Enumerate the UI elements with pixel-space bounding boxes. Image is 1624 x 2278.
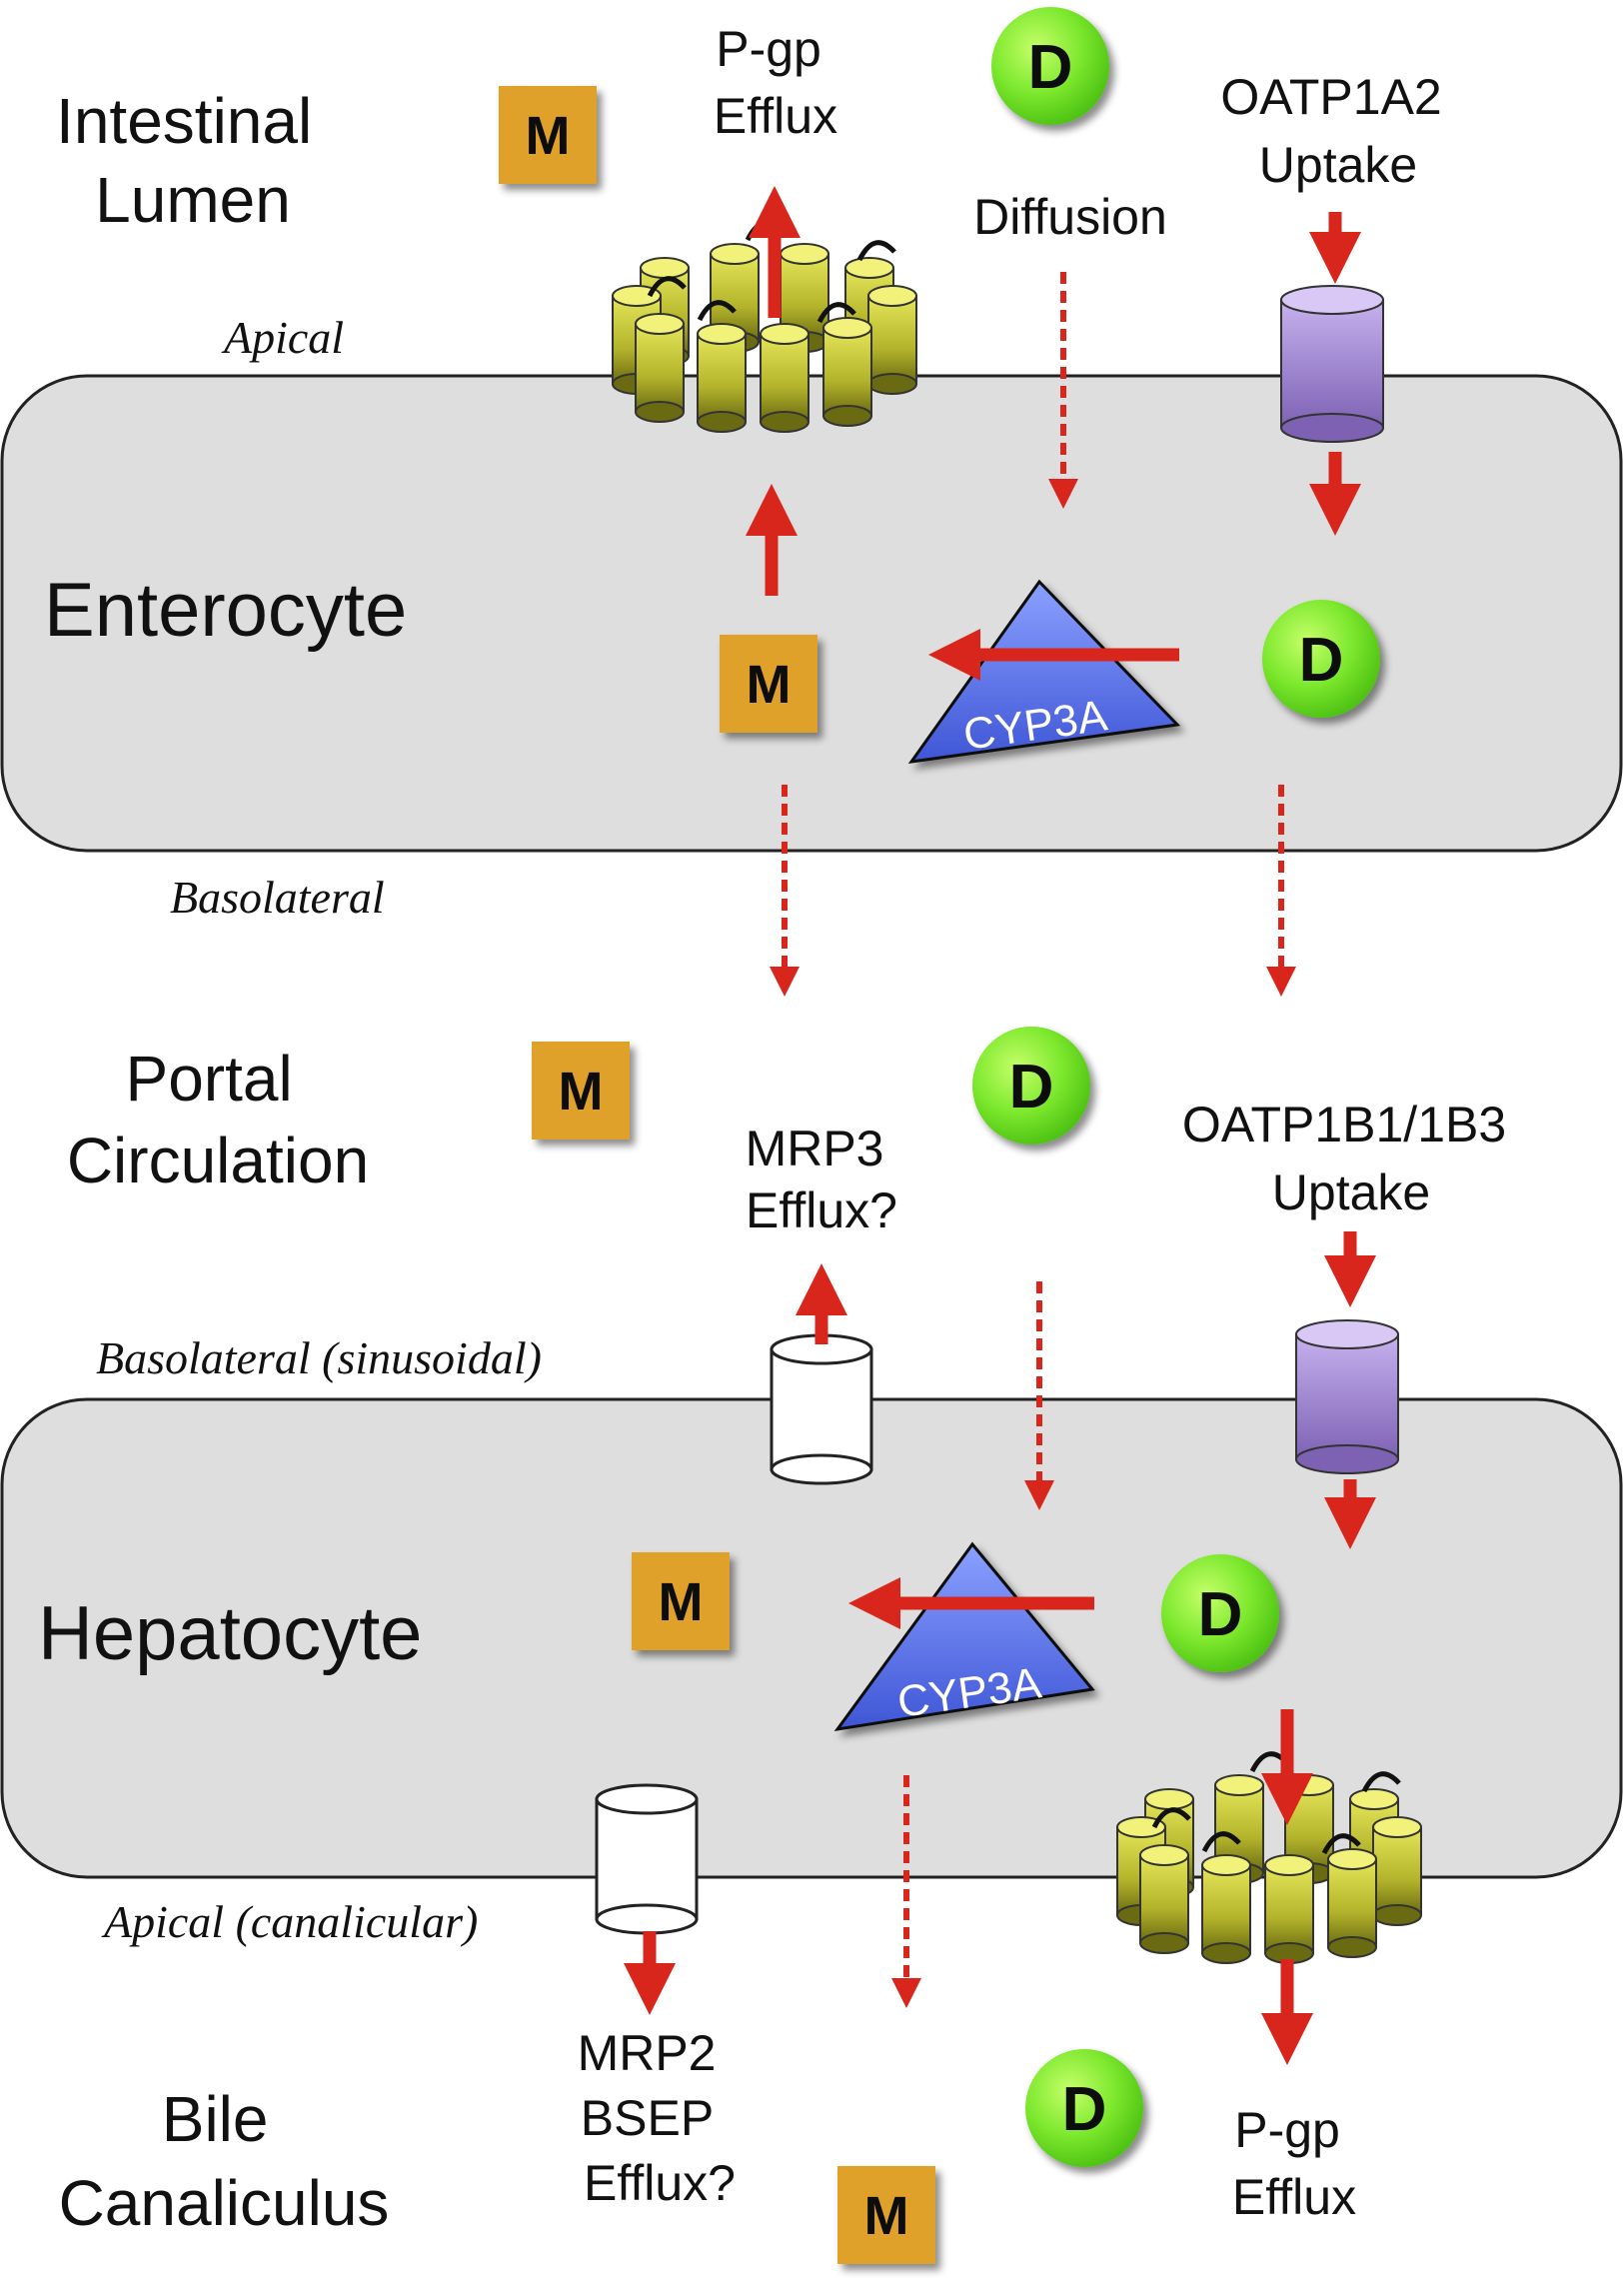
drug-enterocyte: D	[1262, 600, 1380, 718]
membrane-label-hepatocyte-basolateral: Basolateral (sinusoidal)	[96, 1332, 542, 1383]
metabolite-enterocyte: M	[720, 635, 817, 733]
mrp3-transporter	[770, 1333, 873, 1485]
cyp3a-enzyme-hepatocyte: CYP3A	[833, 1541, 1095, 1732]
oatp1b-transporter	[1295, 1319, 1399, 1474]
membrane-label-hepatocyte-apical: Apical (canalicular)	[101, 1896, 478, 1947]
svg-text:D: D	[1299, 626, 1344, 695]
svg-text:D: D	[1009, 1053, 1054, 1122]
membrane-label-enterocyte-apical: Apical	[221, 312, 344, 363]
label-mrp3: MRP3 Efflux?	[746, 1121, 898, 1238]
mrp2-bsep-transporter	[595, 1783, 699, 1935]
membrane-label-enterocyte-basolateral: Basolateral	[170, 872, 385, 923]
region-label-bile: Bile Canaliculus	[59, 2083, 390, 2239]
metabolite-hepatocyte: M	[632, 1552, 730, 1650]
label-oatp1b: OATP1B1/1B3 Uptake	[1182, 1097, 1520, 1220]
svg-text:M: M	[559, 1062, 604, 1122]
pgp-transporter-intestinal	[612, 220, 917, 433]
label-diffusion: Diffusion	[973, 189, 1167, 245]
svg-text:D: D	[1198, 1580, 1243, 1649]
metabolite-bile: M	[837, 2166, 935, 2264]
metabolite-lumen: M	[499, 86, 597, 184]
region-label-lumen: Intestinal Lumen	[56, 85, 330, 236]
svg-text:D: D	[1062, 2075, 1107, 2144]
svg-text:M: M	[747, 655, 792, 715]
oatp1a2-transporter	[1280, 285, 1384, 443]
drug-portal: D	[972, 1027, 1090, 1144]
region-label-portal: Portal Circulation	[67, 1043, 369, 1196]
label-pgp-intestinal: P-gp Efflux	[714, 21, 837, 144]
label-mrp2-bsep: MRP2 BSEP Efflux?	[578, 2025, 736, 2211]
enterocyte-cell	[0, 374, 1623, 853]
metabolite-portal: M	[532, 1042, 630, 1139]
cell-label-enterocyte: Enterocyte	[44, 568, 407, 653]
svg-text:M: M	[526, 106, 571, 166]
cell-label-hepatocyte: Hepatocyte	[38, 1591, 422, 1676]
svg-text:D: D	[1028, 33, 1073, 102]
drug-bile: D	[1025, 2049, 1143, 2167]
svg-text:M: M	[864, 2186, 909, 2246]
label-oatp1a2: OATP1A2 Uptake	[1220, 69, 1455, 193]
drug-hepatocyte: D	[1161, 1554, 1279, 1672]
label-pgp-hepatic: P-gp Efflux	[1232, 2102, 1356, 2225]
drug-lumen: D	[991, 7, 1109, 125]
svg-text:M: M	[659, 1572, 704, 1632]
